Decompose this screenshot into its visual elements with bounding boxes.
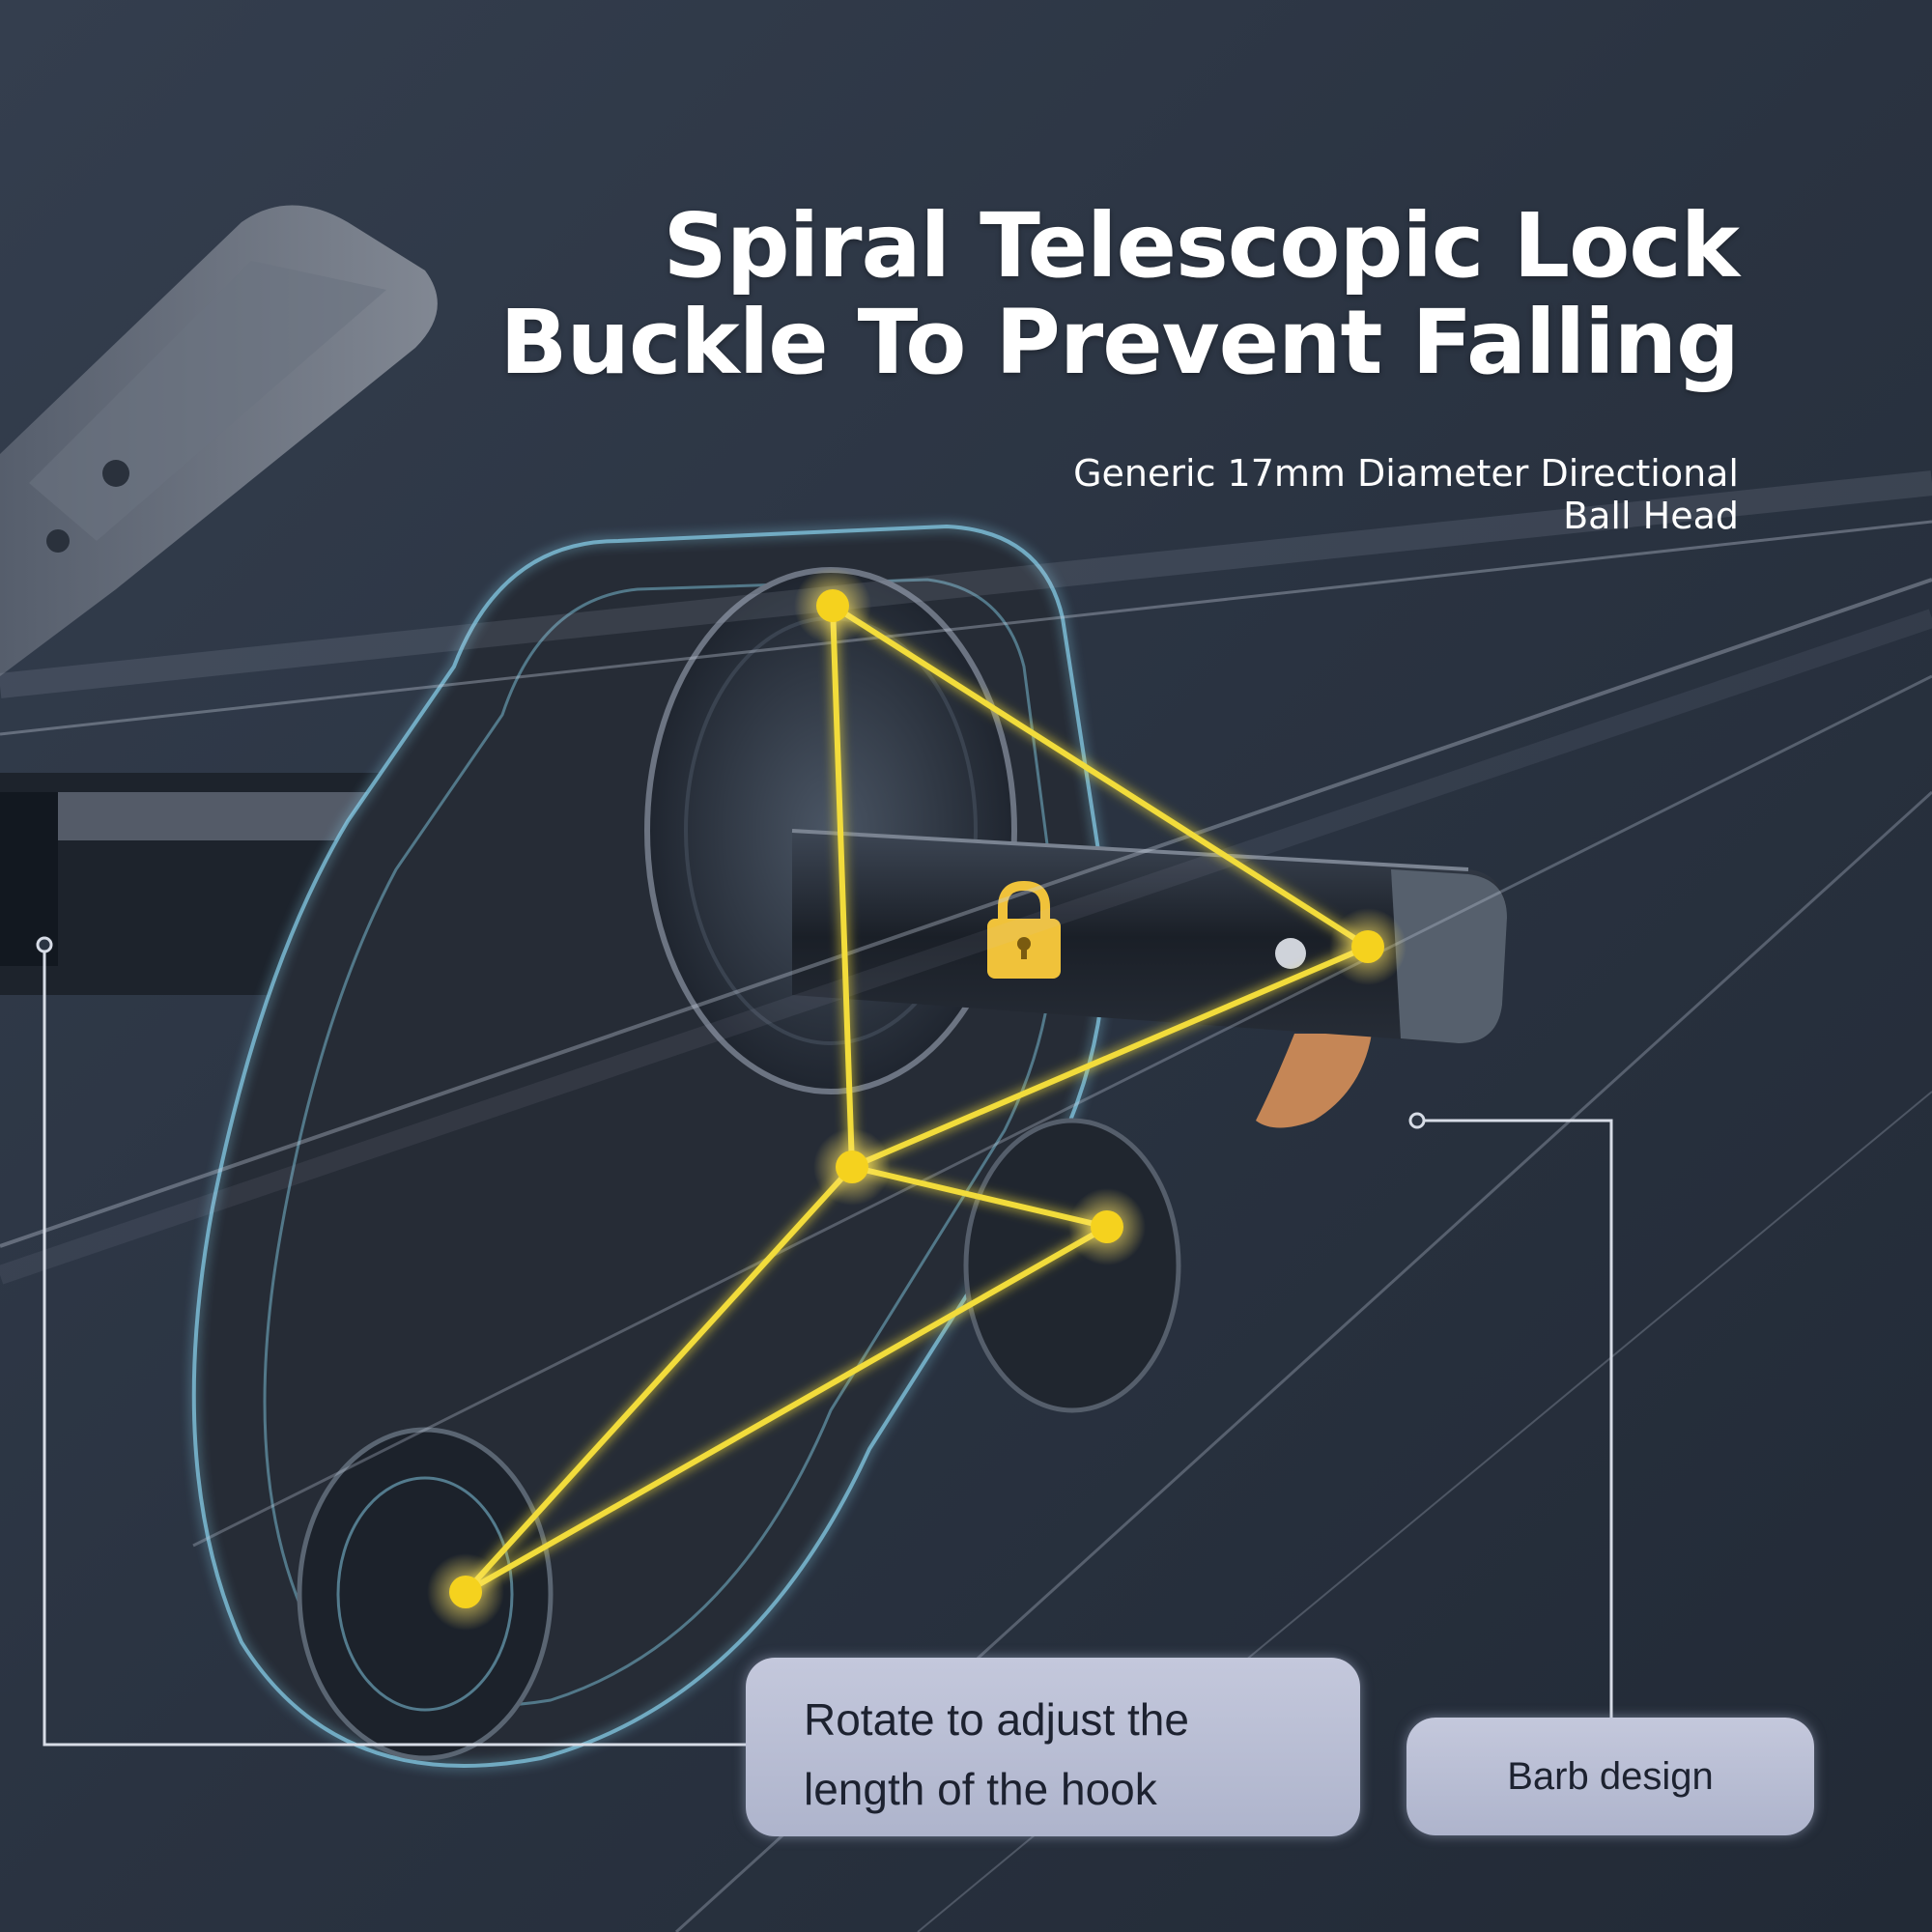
magnet-disc	[644, 567, 1017, 1094]
highlight-dots	[427, 567, 1406, 1631]
callout-rotate-line-1: Rotate to adjust the	[804, 1694, 1189, 1745]
headline-line-2: Buckle To Prevent Falling	[499, 291, 1740, 394]
telescopic-bar	[791, 829, 1507, 1043]
headline: Spiral Telescopic Lock Buckle To Prevent…	[386, 194, 1740, 394]
callout-barb-label: Barb design	[1507, 1755, 1714, 1798]
leader-line-barb	[1408, 1112, 1613, 1718]
subtitle-line-2: Ball Head	[1563, 495, 1739, 537]
callout-rotate-line-2: length of the hook	[804, 1764, 1157, 1814]
light-streaks	[0, 470, 1932, 1932]
lower-knobs	[297, 1118, 1181, 1761]
subtitle: Generic 17mm Diameter Directional Ball H…	[869, 452, 1739, 537]
highlight-network	[463, 603, 1375, 1595]
padlock-icon	[987, 880, 1061, 979]
leader-line-rotate	[36, 936, 746, 1747]
subtitle-line-1: Generic 17mm Diameter Directional	[1073, 452, 1739, 495]
callout-barb: Barb design	[1406, 1718, 1814, 1835]
mount-arm	[0, 205, 438, 676]
barb-hook	[1256, 1034, 1372, 1128]
callout-rotate: Rotate to adjust the length of the hook	[746, 1658, 1360, 1836]
headline-line-1: Spiral Telescopic Lock	[663, 194, 1740, 298]
